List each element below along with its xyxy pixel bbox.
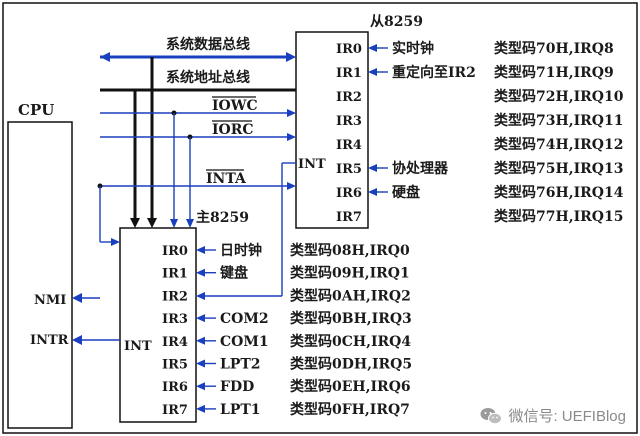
wechat-icon xyxy=(480,407,503,425)
master-ir1-device: 键盘 xyxy=(219,265,248,282)
inta-arrow xyxy=(287,182,296,190)
slave-ir3-label: IR3 xyxy=(336,114,362,129)
slave-ir5-arrow xyxy=(368,164,377,172)
slave-8259-title: 从8259 xyxy=(370,14,423,30)
slave-ir6-device: 硬盘 xyxy=(392,184,420,201)
master-ir0-label: IR0 xyxy=(162,244,188,259)
slave-ir4-type-code: 类型码74H,IRQ12 xyxy=(494,136,623,153)
address-bus-label: 系统地址总线 xyxy=(166,69,250,86)
master-ir2-type-code: 类型码0AH,IRQ2 xyxy=(290,287,411,304)
master-8259-title: 主8259 xyxy=(196,209,249,226)
master-ir6-device: FDD xyxy=(220,379,254,395)
data-bus-arrow-left xyxy=(100,52,110,62)
master-ir2-label: IR2 xyxy=(162,289,188,304)
inta-drop-arrow xyxy=(111,238,120,246)
slave-ir1-arrow xyxy=(368,68,377,76)
iowc-drop-arrow xyxy=(170,219,178,228)
master-ir5-label: IR5 xyxy=(162,358,188,373)
master-ir6-label: IR6 xyxy=(162,380,188,395)
master-ir0-type-code: 类型码08H,IRQ0 xyxy=(290,242,410,259)
slave-ir0-arrow xyxy=(368,44,377,52)
master-ir7-label: IR7 xyxy=(162,403,188,418)
slave-ir5-type-code: 类型码75H,IRQ13 xyxy=(494,160,623,177)
master-ir5-arrow xyxy=(196,359,205,368)
slave-ir7-label: IR7 xyxy=(336,210,362,225)
slave-ir6-arrow xyxy=(368,188,377,196)
slave-ir1-label: IR1 xyxy=(336,66,362,81)
master-ir1-type-code: 类型码09H,IRQ1 xyxy=(290,265,410,282)
data-bus-label: 系统数据总线 xyxy=(166,36,250,53)
watermark: 微信号: UEFIBlog xyxy=(480,405,626,426)
iowc-label: IOWC xyxy=(212,98,258,114)
nmi-arrow xyxy=(72,293,82,303)
master-int-label: INT xyxy=(124,339,152,354)
inta-label: INTA xyxy=(206,171,247,187)
cpu-pin-intr: INTR xyxy=(30,333,69,348)
iorc-arrow xyxy=(287,133,296,141)
master-ir3-type-code: 类型码0BH,IRQ3 xyxy=(290,310,412,327)
master-ir7-type-code: 类型码0FH,IRQ7 xyxy=(290,401,410,418)
slave-ir6-label: IR6 xyxy=(336,186,362,201)
slave-int-label: INT xyxy=(298,157,326,172)
master-int-arrow xyxy=(72,335,82,345)
cpu-pin-nmi: NMI xyxy=(34,293,66,308)
slave-ir0-type-code: 类型码70H,IRQ8 xyxy=(494,40,614,57)
master-ir4-device: COM1 xyxy=(220,334,269,350)
master-ir0-device: 日时钟 xyxy=(220,242,262,259)
slave-ir0-device: 实时钟 xyxy=(392,40,434,57)
master-ir6-type-code: 类型码0EH,IRQ6 xyxy=(290,378,411,395)
master-ir3-arrow xyxy=(196,314,205,323)
cpu-box xyxy=(7,121,73,429)
master-ir4-type-code: 类型码0CH,IRQ4 xyxy=(290,333,411,350)
watermark-text: 微信号: UEFIBlog xyxy=(508,408,626,425)
master-ir5-device: LPT2 xyxy=(220,357,261,373)
slave-ir2-type-code: 类型码72H,IRQ10 xyxy=(494,88,624,105)
iorc-drop-arrow xyxy=(186,219,194,228)
master-ir4-label: IR4 xyxy=(162,335,188,350)
slave-ir3-type-code: 类型码73H,IRQ11 xyxy=(494,112,623,129)
slave-ir4-label: IR4 xyxy=(336,138,362,153)
master-ir1-arrow xyxy=(196,268,205,277)
master-ir3-device: COM2 xyxy=(220,311,269,327)
slave-ir1-device: 重定向至IR2 xyxy=(392,64,476,81)
slave-ir1-type-code: 类型码71H,IRQ9 xyxy=(494,64,614,81)
cascade-arrow xyxy=(196,292,205,300)
slave-ir5-label: IR5 xyxy=(336,162,362,177)
slave-ir2-label: IR2 xyxy=(336,90,362,105)
slave-ir6-type-code: 类型码76H,IRQ14 xyxy=(494,184,624,201)
master-ir7-device: LPT1 xyxy=(220,402,261,418)
slave-8259-box xyxy=(295,31,369,229)
master-ir5-type-code: 类型码0DH,IRQ5 xyxy=(290,356,412,373)
master-ir3-label: IR3 xyxy=(162,312,188,327)
iorc-label: IORC xyxy=(212,122,254,138)
master-ir6-arrow xyxy=(196,382,205,391)
address-bus-drop-arrow xyxy=(130,218,140,228)
slave-ir0-label: IR0 xyxy=(336,42,362,57)
master-ir0-arrow xyxy=(196,246,205,254)
master-ir1-label: IR1 xyxy=(162,267,188,282)
master-8259-box xyxy=(119,227,197,423)
master-ir7-arrow xyxy=(196,404,205,413)
data-bus-drop-arrow xyxy=(147,218,157,228)
iowc-arrow xyxy=(287,109,296,117)
slave-ir7-type-code: 类型码77H,IRQ15 xyxy=(494,208,623,225)
data-bus-arrow-right xyxy=(286,52,296,62)
master-ir4-arrow xyxy=(196,336,205,345)
cpu-label: CPU xyxy=(18,101,54,119)
slave-ir5-device: 协处理器 xyxy=(392,160,449,177)
